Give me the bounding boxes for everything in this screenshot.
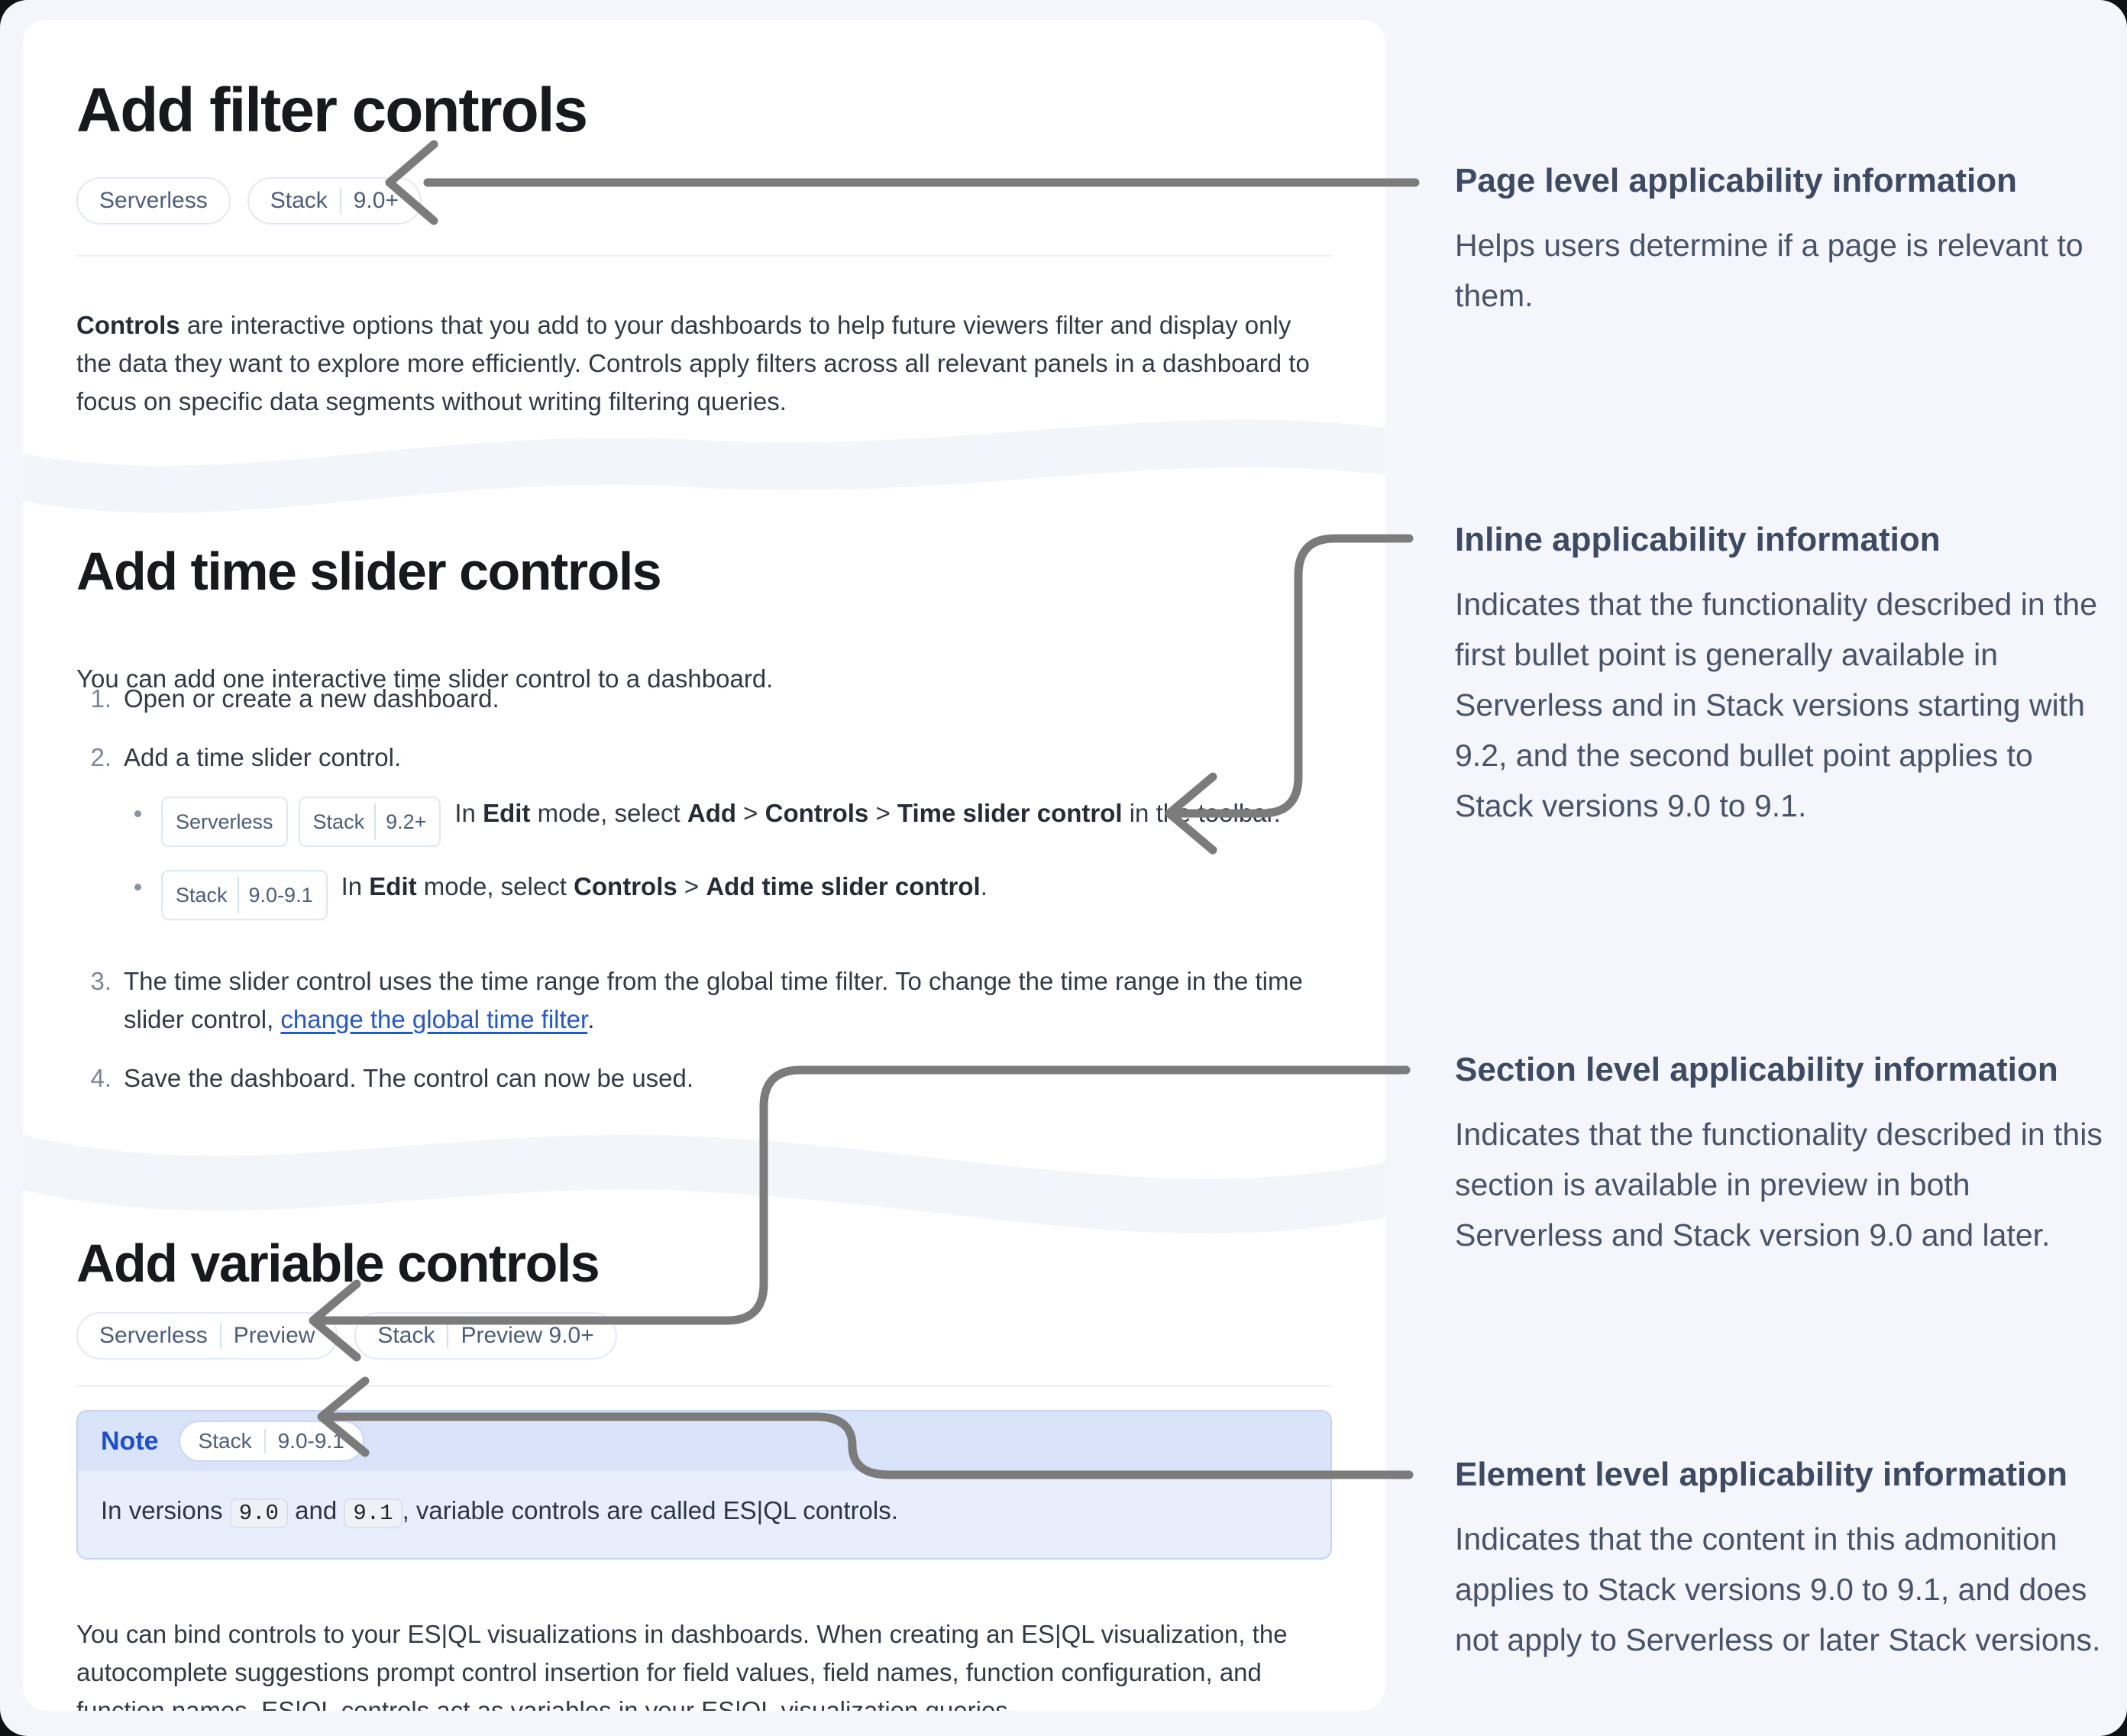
badge-part: Stack bbox=[377, 1323, 435, 1348]
annotation-page-level: Page level applicability information Hel… bbox=[1455, 160, 2113, 321]
step-number: 3. bbox=[90, 967, 112, 995]
badge-divider bbox=[447, 1323, 449, 1349]
applicability-badge: Stack 9.0-9.1 bbox=[178, 1421, 364, 1462]
bullet-dot bbox=[134, 884, 141, 891]
inline-badges: Stack 9.0-9.1 bbox=[161, 870, 328, 920]
annotation-body: Helps users determine if a page is relev… bbox=[1455, 228, 2083, 313]
page-level-badges: Serverless Stack 9.0+ bbox=[76, 177, 422, 225]
note-admonition-body: In versions 9.0 and 9.1, variable contro… bbox=[78, 1471, 1330, 1558]
badge-divider bbox=[219, 1323, 221, 1349]
note-admonition-header: Note Stack 9.0-9.1 bbox=[78, 1411, 1330, 1471]
section-divider bbox=[76, 255, 1332, 257]
step-text: The time slider control uses the time ra… bbox=[124, 967, 1303, 1033]
bold-text: Edit bbox=[483, 799, 531, 827]
applicability-badge: Stack Preview 9.0+ bbox=[354, 1312, 617, 1359]
badge-part: Serverless bbox=[99, 188, 208, 213]
inline-link[interactable]: change the global time filter bbox=[280, 1005, 588, 1033]
inline-badges: Serverless Stack 9.2+ bbox=[161, 797, 441, 847]
list-item: 3. The time slider control uses the time … bbox=[76, 962, 1344, 1039]
annotation-body: Indicates that the functionality describ… bbox=[1455, 587, 2098, 823]
step-text: Save the dashboard. The control can now … bbox=[124, 1064, 694, 1092]
annotation-title: Element level applicability information bbox=[1455, 1456, 2067, 1493]
badge-part: 9.0-9.1 bbox=[248, 884, 313, 907]
step-text: Open or create a new dashboard. bbox=[124, 684, 499, 713]
badge-divider bbox=[374, 803, 377, 840]
annotation-section-level: Section level applicability information … bbox=[1455, 1049, 2113, 1260]
esql-paragraph: You can bind controls to your ES|QL visu… bbox=[76, 1620, 1288, 1711]
badge-part: Stack bbox=[176, 884, 228, 907]
bold-text: Controls bbox=[764, 799, 869, 827]
badge-divider bbox=[237, 877, 239, 913]
badge-divider bbox=[339, 188, 341, 214]
badge-part: Stack bbox=[312, 810, 365, 833]
applicability-badge: Serverless bbox=[76, 177, 231, 225]
applicability-badge: Stack 9.2+ bbox=[298, 797, 441, 847]
bold-text: Controls bbox=[574, 872, 677, 900]
bullet-text: In Edit mode, select Controls > Add time… bbox=[341, 872, 988, 900]
annotation-body: Indicates that the functionality describ… bbox=[1455, 1117, 2103, 1253]
annotation-title: Section level applicability information bbox=[1455, 1051, 2058, 1088]
badge-part: Serverless bbox=[99, 1323, 208, 1348]
section-title-variable-controls: Add variable controls bbox=[76, 1233, 600, 1293]
bold-text: Add bbox=[687, 799, 737, 827]
code-chip: 9.1 bbox=[344, 1498, 402, 1528]
bold-text: Controls bbox=[76, 311, 180, 339]
bullet-item: Stack 9.0-9.1 In Edit mode, select Control… bbox=[124, 868, 1344, 920]
list-item: 4. Save the dashboard. The control can no… bbox=[76, 1059, 1344, 1098]
bullet-item: Serverless Stack 9.2+ In Edit mode, select … bbox=[124, 795, 1344, 847]
badge-part: Stack bbox=[198, 1429, 252, 1453]
applicability-badge: Stack 9.0+ bbox=[247, 177, 422, 225]
badge-part: Preview 9.0+ bbox=[461, 1323, 594, 1348]
applicability-badge: Serverless Preview bbox=[76, 1312, 338, 1359]
bold-text: Time slider control bbox=[897, 799, 1123, 827]
bullet-text: In Edit mode, select Add > Controls > Ti… bbox=[454, 799, 1281, 827]
applicability-badge: Stack 9.0-9.1 bbox=[161, 870, 328, 920]
annotation-title: Inline applicability information bbox=[1455, 521, 1941, 558]
step-number: 2. bbox=[90, 743, 112, 771]
intro-paragraph: Controls are interactive options that yo… bbox=[76, 311, 1310, 415]
annotation-inline-level: Inline applicability information Indicat… bbox=[1455, 519, 2113, 831]
badge-part: Preview bbox=[233, 1323, 315, 1348]
section-intro: You can add one interactive time slider … bbox=[76, 664, 774, 693]
bold-text: Edit bbox=[369, 872, 417, 900]
list-item: 1. Open or create a new dashboard. bbox=[76, 680, 1344, 718]
bullet-dot bbox=[134, 810, 141, 817]
section-title-time-slider: Add time slider controls bbox=[76, 541, 662, 601]
badge-part: 9.0+ bbox=[353, 188, 399, 213]
bold-text: Add time slider control bbox=[706, 872, 981, 900]
annotation-title: Page level applicability information bbox=[1455, 162, 2017, 199]
section-divider bbox=[76, 1385, 1332, 1387]
annotation-body: Indicates that the content in this admon… bbox=[1455, 1521, 2101, 1657]
badge-part: Serverless bbox=[176, 810, 273, 833]
note-label: Note bbox=[101, 1426, 159, 1456]
step-number: 1. bbox=[90, 684, 112, 713]
badge-part: 9.0-9.1 bbox=[277, 1429, 344, 1453]
page-title: Add filter controls bbox=[76, 76, 588, 145]
step-number: 4. bbox=[90, 1064, 112, 1092]
annotation-element-level: Element level applicability information … bbox=[1455, 1454, 2113, 1665]
badge-part: 9.2+ bbox=[386, 810, 427, 833]
badge-part: Stack bbox=[270, 188, 328, 213]
badge-divider bbox=[263, 1429, 266, 1453]
section-level-badges: Serverless Preview Stack Preview 9.0+ bbox=[76, 1312, 617, 1359]
ordered-steps-list: 1. Open or create a new dashboard. 2. Add a… bbox=[76, 680, 1344, 1118]
applicability-badge: Serverless bbox=[161, 797, 288, 847]
code-chip: 9.0 bbox=[229, 1498, 288, 1528]
note-admonition: Note Stack 9.0-9.1 In versions 9.0 and 9.… bbox=[76, 1410, 1332, 1560]
note-badges: Stack 9.0-9.1 bbox=[178, 1421, 364, 1462]
